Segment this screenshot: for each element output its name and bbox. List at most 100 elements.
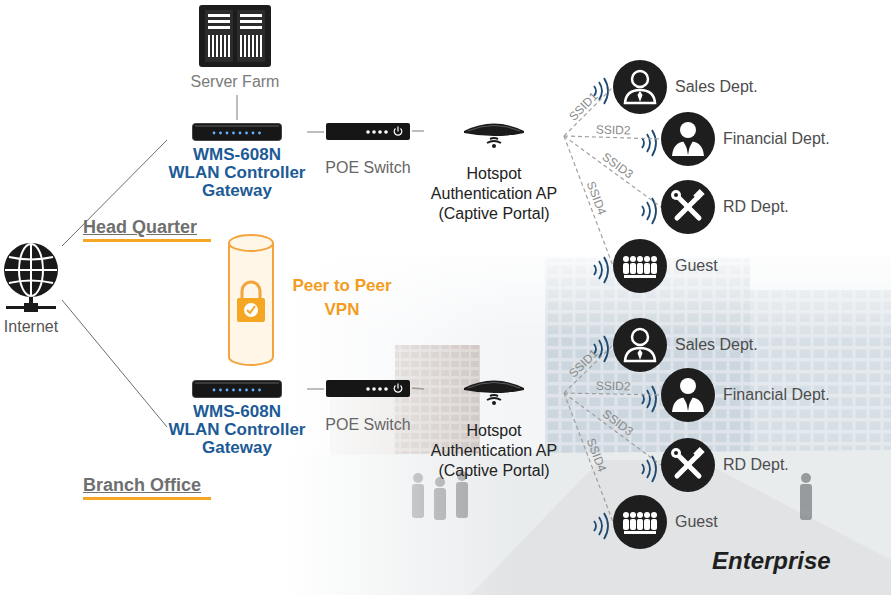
node-text: WMS-608N WLAN Controller Gateway: [167, 403, 307, 457]
graphic-part: [232, 389, 235, 392]
graphic-part: [624, 531, 656, 534]
graphic-part: [468, 383, 520, 389]
graphic-part: [623, 256, 629, 262]
network-link: [236, 95, 237, 120]
graphic-part: [687, 400, 690, 411]
graphic-part: [644, 256, 650, 262]
graphic-part: [372, 130, 376, 134]
node-text: Peer to Peer VPN: [278, 274, 406, 322]
ssid-label: SSID2: [595, 122, 630, 137]
graphic-part: [638, 349, 643, 360]
graphic-part: [366, 130, 370, 134]
graphic-part: [240, 35, 242, 57]
graphic-part: [644, 512, 650, 518]
graphic-part: [642, 386, 656, 412]
graphic-part: [213, 389, 216, 392]
department-node: Financial Dept.: [661, 368, 851, 422]
graphic-part: [677, 454, 699, 476]
server-farm-node: Server Farm: [185, 3, 285, 95]
graphic-part: [378, 130, 382, 134]
controller-gateway-node: WMS-608N WLAN Controller Gateway: [167, 377, 307, 469]
graphic-part: [212, 35, 214, 57]
graphic-part: [378, 387, 382, 391]
node-text: RD Dept.: [723, 196, 851, 218]
graphic-part: [464, 381, 524, 394]
graphic-part: [492, 401, 496, 405]
graphic-part: [5, 244, 57, 296]
graphic-part: [674, 451, 678, 455]
graphic-part: [637, 263, 643, 274]
graphic-part: [244, 35, 246, 57]
node-text: Financial Dept.: [723, 128, 851, 150]
graphic-part: [9, 281, 53, 284]
graphic-part: [326, 123, 410, 140]
graphic-part: [252, 132, 255, 135]
graphic-part: [193, 124, 282, 141]
department-node: Guest: [613, 495, 803, 549]
node-text: Guest: [675, 255, 803, 277]
graphic-part: [384, 387, 388, 391]
graphic-part: [487, 141, 501, 143]
graphic-part: [9, 257, 53, 260]
graphic-part: [256, 35, 258, 57]
site-label: Head Quarter: [83, 216, 211, 242]
graphic-part: [623, 512, 629, 518]
graphic-part: [195, 125, 279, 127]
graphic-part: [613, 60, 667, 114]
graphic-part: [613, 318, 667, 372]
access-point-node: Hotspot Authentication AP (Captive Porta…: [424, 114, 564, 226]
graphic-part: [693, 447, 704, 458]
graphic-part: [637, 519, 643, 530]
graphic-part: [192, 380, 282, 398]
graphic-part: [461, 373, 527, 407]
graphic-part: [651, 519, 657, 530]
department-node: RD Dept.: [661, 180, 851, 234]
graphic-part: [625, 90, 655, 103]
graphic-part: [240, 26, 262, 29]
graphic-part: [613, 495, 667, 549]
graphic-part: [644, 519, 650, 530]
node-text: Sales Dept.: [675, 76, 803, 98]
network-link: [62, 300, 167, 427]
graphic-part: [226, 389, 229, 392]
node-text: Internet: [0, 318, 62, 336]
graphic-part: [326, 380, 410, 397]
ssid-label: SSID2: [595, 379, 630, 394]
graphic-part: [661, 438, 715, 492]
graphic-part: [630, 519, 636, 530]
network-link: [307, 388, 324, 389]
node-icon: [461, 116, 527, 150]
graphic-part: [671, 190, 681, 200]
graphic-part: [239, 389, 242, 392]
node-icon: [613, 60, 667, 114]
graphic-part: [632, 329, 648, 345]
graphic-part: [226, 132, 229, 135]
ssid-label: SSID3: [599, 149, 635, 181]
wireless-link: [564, 393, 661, 465]
node-icon: [0, 240, 62, 314]
graphic-part: [613, 60, 667, 114]
graphic-part: [674, 193, 678, 197]
graphic-part: [24, 303, 38, 312]
graphic-part: [228, 35, 230, 57]
graphic-part: [247, 306, 255, 313]
graphic-part: [677, 454, 699, 476]
site-label: Branch Office: [83, 474, 211, 500]
graphic-part: [468, 126, 520, 132]
graphic-part: [224, 35, 226, 57]
graphic-part: [487, 398, 501, 400]
node-icon: [192, 123, 282, 141]
graphic-part: [229, 235, 273, 251]
graphic-part: [613, 495, 667, 549]
graphic-part: [630, 512, 636, 518]
node-icon: [613, 318, 667, 372]
graphic-part: [625, 348, 655, 361]
graphic-part: [372, 387, 376, 391]
graphic-part: [801, 473, 811, 483]
graphic-part: [397, 384, 398, 389]
graphic-part: [461, 116, 527, 150]
graphic-part: [220, 35, 222, 57]
node-icon: [613, 239, 667, 293]
node-icon: [326, 123, 410, 140]
